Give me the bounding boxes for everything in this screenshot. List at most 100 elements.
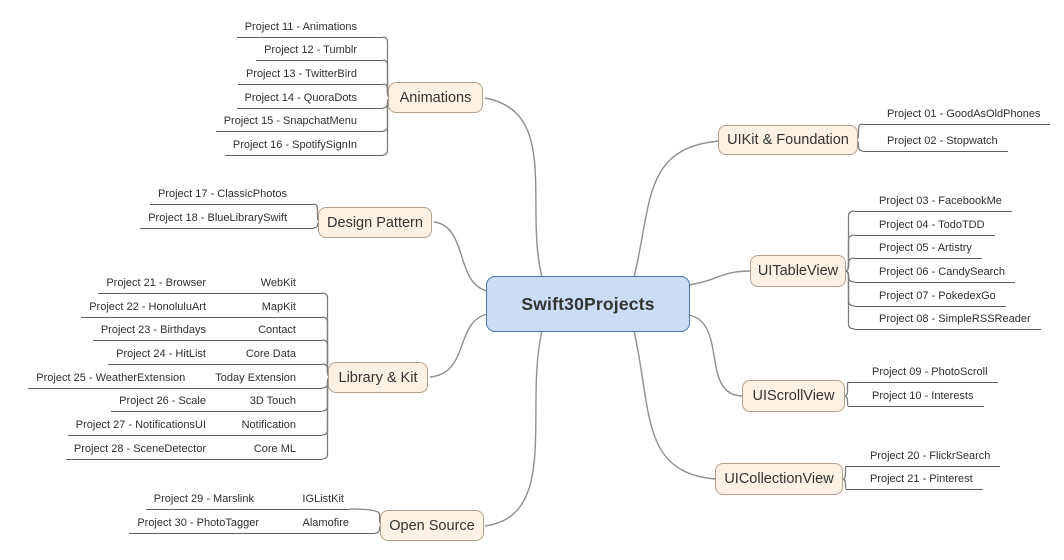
edge-center-uitableview: [688, 270, 752, 286]
leaf-framework-label: IGListKit: [302, 493, 344, 505]
leaf-label: Project 24 - HitList: [116, 348, 206, 360]
leaf-project-14[interactable]: Project 14 - QuoraDots: [236, 88, 383, 109]
edge-center-library-kit: [429, 313, 488, 378]
branch-library-kit[interactable]: Library & Kit: [328, 362, 428, 393]
leaf-label: Project 02 - Stopwatch: [887, 135, 998, 147]
leaf-project-23[interactable]: Project 23 - Birthdays Contact: [92, 320, 322, 341]
edge-center-design-pattern: [433, 221, 488, 292]
leaf-connector: [844, 210, 856, 272]
leaf-project-02[interactable]: Project 02 - Stopwatch: [863, 131, 1008, 152]
edge-center-animations: [484, 97, 543, 278]
leaf-project-08[interactable]: Project 08 - SimpleRSSReader: [855, 309, 1041, 330]
leaf-project-06[interactable]: Project 06 - CandySearch: [855, 262, 1015, 283]
leaf-label: Project 01 - GoodAsOldPhones: [887, 108, 1041, 120]
leaf-connector: [844, 270, 856, 307]
leaf-project-01[interactable]: Project 01 - GoodAsOldPhones: [863, 104, 1051, 125]
leaf-label: Project 23 - Birthdays: [100, 324, 206, 336]
leaf-framework-label: MapKit: [261, 301, 296, 313]
leaf-framework-label: WebKit: [260, 277, 296, 289]
leaf-label: Project 09 - PhotoScroll: [872, 366, 988, 378]
branch-label: Animations: [399, 89, 472, 106]
branch-label: Design Pattern: [327, 214, 423, 231]
leaf-label: Project 16 - SpotifySignIn: [232, 139, 357, 151]
center-node-swift30projects[interactable]: Swift30Projects: [486, 276, 690, 332]
leaf-label: Project 26 - Scale: [119, 395, 206, 407]
branch-animations[interactable]: Animations: [388, 82, 483, 113]
leaf-project-13[interactable]: Project 13 - TwitterBird: [237, 64, 383, 85]
leaf-label: Project 13 - TwitterBird: [245, 68, 357, 80]
branch-uitableview[interactable]: UITableView: [750, 255, 846, 287]
leaf-label: Project 29 - Marslink: [153, 493, 254, 505]
leaf-label: Project 28 - SceneDetector: [73, 443, 206, 455]
branch-label: UICollectionView: [724, 471, 834, 487]
leaf-project-21-pinterest[interactable]: Project 21 - Pinterest: [846, 469, 983, 490]
edge-center-open-source: [484, 330, 543, 527]
branch-uicollectionview[interactable]: UICollectionView: [715, 463, 843, 495]
leaf-project-17[interactable]: Project 17 - ClassicPhotos: [150, 184, 313, 205]
leaf-framework-label: Core Data: [245, 348, 296, 360]
leaf-connector: [844, 257, 856, 272]
leaf-project-28[interactable]: Project 28 - SceneDetector Core ML: [65, 439, 322, 460]
leaf-framework-label: Alamofire: [302, 517, 349, 529]
leaf-framework-label: Notification: [241, 419, 296, 431]
leaf-project-10[interactable]: Project 10 - Interests: [848, 386, 984, 407]
leaf-project-29[interactable]: Project 29 - Marslink IGListKit: [145, 489, 350, 510]
branch-open-source[interactable]: Open Source: [380, 510, 484, 541]
leaf-project-25[interactable]: Project 25 - WeatherExtension Today Exten…: [28, 368, 322, 389]
branch-label: UIScrollView: [752, 388, 835, 404]
leaf-project-09[interactable]: Project 09 - PhotoScroll: [848, 362, 998, 383]
leaf-project-16[interactable]: Project 16 - SpotifySignIn: [224, 135, 383, 156]
leaf-label: Project 25 - WeatherExtension: [36, 372, 186, 384]
edge-center-uicollectionview: [633, 330, 717, 480]
leaf-label: Project 30 - PhotoTagger: [137, 517, 259, 529]
center-node-label: Swift30Projects: [521, 293, 655, 314]
edge-center-uiscrollview: [688, 314, 744, 397]
leaf-project-07[interactable]: Project 07 - PokedexGo: [855, 286, 1006, 307]
leaf-label: Project 10 - Interests: [872, 390, 974, 402]
leaf-project-12[interactable]: Project 12 - Tumblr: [256, 40, 383, 61]
leaf-label: Project 21 - Pinterest: [870, 473, 973, 485]
leaf-framework-label: Today Extension: [215, 372, 296, 384]
branch-design-pattern[interactable]: Design Pattern: [318, 207, 432, 238]
leaf-connector: [844, 270, 856, 283]
leaf-project-04[interactable]: Project 04 - TodoTDD: [855, 215, 995, 236]
branch-label: Open Source: [389, 517, 475, 534]
leaf-project-24[interactable]: Project 24 - HitList Core Data: [108, 344, 322, 365]
leaf-label: Project 08 - SimpleRSSReader: [879, 313, 1031, 325]
leaf-project-26[interactable]: Project 26 - Scale 3D Touch: [111, 391, 322, 412]
leaf-label: Project 12 - Tumblr: [264, 44, 357, 56]
leaf-framework-label: Contact: [258, 324, 296, 336]
leaf-label: Project 18 - BlueLibrarySwift: [148, 212, 287, 224]
leaf-label: Project 20 - FlickrSearch: [870, 450, 991, 462]
leaf-framework-label: Core ML: [253, 443, 296, 455]
leaf-label: Project 03 - FacebookMe: [879, 195, 1002, 207]
leaf-framework-label: 3D Touch: [249, 395, 296, 407]
leaf-label: Project 07 - PokedexGo: [879, 290, 996, 302]
leaf-label: Project 22 - HonoluluArt: [89, 301, 206, 313]
leaf-label: Project 15 - SnapchatMenu: [223, 115, 357, 127]
leaf-project-15[interactable]: Project 15 - SnapchatMenu: [215, 111, 383, 132]
leaf-project-11[interactable]: Project 11 - Animations: [236, 17, 383, 38]
leaf-label: Project 05 - Artistry: [879, 242, 972, 254]
leaf-project-27[interactable]: Project 27 - NotificationsUI Notification: [67, 415, 322, 436]
leaf-project-22[interactable]: Project 22 - HonoluluArt MapKit: [81, 297, 322, 318]
branch-uikit-foundation[interactable]: UIKit & Foundation: [718, 125, 858, 155]
leaf-project-20[interactable]: Project 20 - FlickrSearch: [846, 446, 1001, 467]
leaf-project-05[interactable]: Project 05 - Artistry: [855, 238, 982, 259]
leaf-project-30[interactable]: Project 30 - PhotoTagger Alamofire: [129, 513, 375, 534]
leaf-label: Project 17 - ClassicPhotos: [158, 188, 287, 200]
leaf-project-03[interactable]: Project 03 - FacebookMe: [855, 191, 1012, 212]
leaf-label: Project 14 - QuoraDots: [244, 92, 358, 104]
leaf-label: Project 27 - NotificationsUI: [75, 419, 206, 431]
leaf-label: Project 11 - Animations: [244, 21, 357, 33]
edge-center-uikit-foundation: [633, 140, 720, 278]
branch-label: UITableView: [757, 263, 839, 279]
leaf-connector: [844, 270, 856, 330]
leaf-label: Project 06 - CandySearch: [879, 266, 1005, 278]
branch-uiscrollview[interactable]: UIScrollView: [742, 380, 845, 412]
leaf-connector: [844, 234, 856, 272]
branch-label: UIKit & Foundation: [727, 132, 849, 148]
leaf-project-18[interactable]: Project 18 - BlueLibrarySwift: [140, 208, 313, 229]
branch-label: Library & Kit: [338, 369, 418, 386]
